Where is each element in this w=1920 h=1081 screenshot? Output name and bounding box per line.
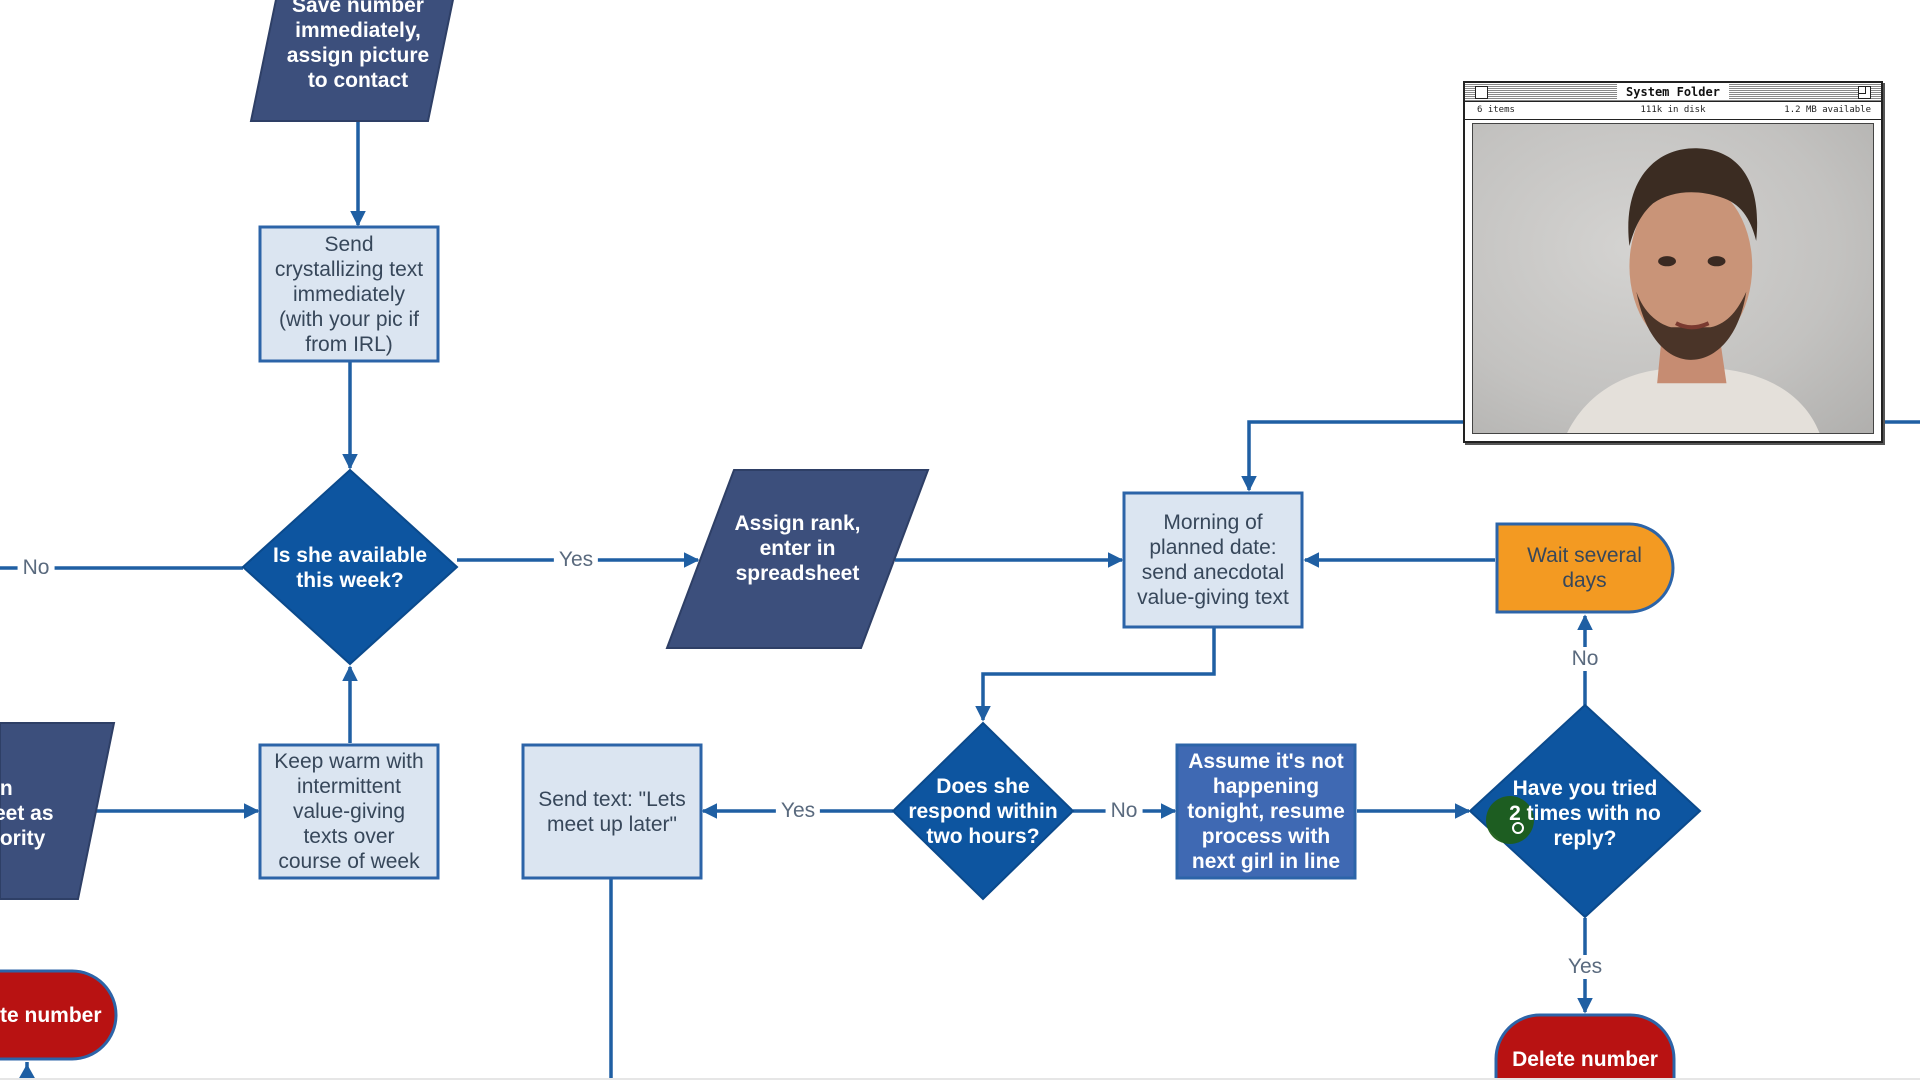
node-assume-not: Assume it's not happening tonight, resum…: [1187, 750, 1345, 873]
zoom-box-icon[interactable]: [1858, 86, 1871, 99]
assume-not-shape: [1175, 743, 1357, 880]
node-wait-several: Wait several days: [1527, 544, 1642, 592]
edge-morning-to-respond: [975, 627, 1216, 722]
items-count: 6 items: [1477, 105, 1515, 115]
window-info-bar: 6 items 111k in disk 1.2 MB available: [1465, 102, 1881, 120]
save-number-shape: [249, 0, 454, 122]
node-save-number: Save number immediately, assign picture …: [286, 0, 430, 92]
edge-label-no-left: No: [17, 556, 55, 580]
bottom-rule: [0, 1078, 1920, 1080]
keep-warm-shape: [258, 743, 440, 880]
node-delete-number: Delete number: [1512, 1047, 1658, 1071]
edge-label-no-respond: No: [1105, 799, 1143, 823]
left-partial-shape: [0, 722, 116, 900]
node-send-crystallizing: Send crystallizing text immediately (wit…: [274, 232, 424, 356]
node-is-available: Is she available this week?: [272, 544, 428, 592]
webcam-video: [1472, 123, 1874, 434]
system-folder-window[interactable]: System Folder 6 items 111k in disk 1.2 M…: [1463, 81, 1883, 443]
window-title: System Folder: [1617, 84, 1729, 100]
node-assign-rank: Assign rank, enter in spreadsheet: [734, 511, 861, 585]
delete-number-shape: [1494, 1013, 1676, 1080]
does-respond-shape: [891, 721, 1075, 901]
presenter-portrait: [1567, 148, 1820, 433]
morning-of-shape: [1122, 491, 1304, 629]
node-keep-warm: Keep warm with intermittent value-giving…: [274, 750, 424, 873]
node-send-text-later: Send text: "Lets meet up later": [538, 787, 686, 836]
send-text-later-shape: [521, 743, 703, 880]
is-available-shape: [241, 468, 459, 666]
edge-label-yes-tried: Yes: [1562, 955, 1608, 979]
send-crystallizing-shape: [258, 225, 440, 363]
edge-delete-left-arrowhead: [18, 1064, 36, 1080]
node-does-respond: Does she respond within two hours?: [908, 774, 1058, 848]
wait-several-shape: [1495, 522, 1675, 614]
node-have-tried: Have you tried 2 times with no reply?: [1509, 776, 1661, 850]
delete-left-shape: [0, 969, 118, 1061]
edge-label-no-wait: No: [1566, 647, 1604, 671]
node-left-partial: in eet as iority: [0, 776, 54, 850]
node-delete-left: te number: [0, 1003, 102, 1027]
window-titlebar[interactable]: System Folder: [1465, 83, 1881, 102]
mouse-cursor-icon: [1512, 822, 1524, 834]
available-space: 1.2 MB available: [1784, 105, 1871, 115]
shapes: [0, 0, 1702, 1080]
assign-rank-shape: [665, 469, 930, 649]
disk-usage: 111k in disk: [1640, 105, 1706, 115]
node-morning-of: Morning of planned date: send anecdotal …: [1137, 511, 1289, 609]
have-tried-shape: [1468, 703, 1702, 919]
close-box-icon[interactable]: [1475, 86, 1488, 99]
edge-label-yes-respond: Yes: [775, 799, 821, 823]
edge-label-yes-available: Yes: [553, 548, 599, 572]
cursor-indicator: [1486, 796, 1534, 844]
